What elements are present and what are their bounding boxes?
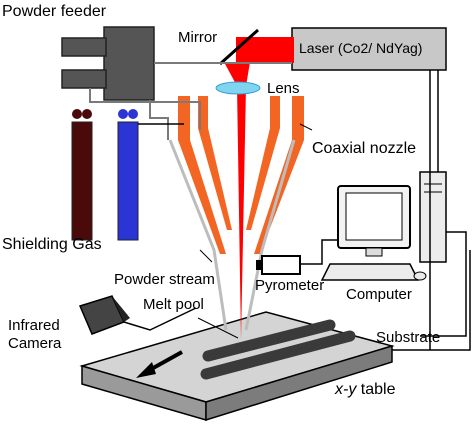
cable-pyrometer	[300, 239, 338, 265]
shielding-gas-label: Shielding Gas	[2, 236, 102, 253]
clad-track-2	[200, 330, 356, 380]
nozzle-right-outer	[254, 96, 304, 254]
pyrometer-lens	[256, 260, 262, 270]
nozzle-left-outer	[178, 96, 226, 254]
nozzle-left-inner	[198, 96, 232, 230]
pyrometer	[261, 255, 301, 275]
powder-stream-left	[168, 139, 228, 331]
cable-tower-right	[420, 231, 467, 337]
computer	[320, 171, 447, 281]
infrared-camera	[78, 295, 130, 335]
powder-feed-line-2	[149, 100, 169, 140]
mirror-label: Mirror	[178, 29, 218, 46]
xy-table-label-rest: table	[356, 381, 396, 398]
laser-beam-cone	[224, 62, 250, 340]
mouse	[413, 271, 427, 281]
xy-table-label-italic: x-y	[335, 381, 357, 398]
powder-stream-right	[244, 139, 296, 331]
travel-direction-arrowhead	[136, 362, 156, 378]
lens-label: Lens	[267, 80, 300, 97]
infrared-label: Infrared	[8, 317, 60, 334]
pyrometer-label: Pyrometer	[255, 277, 325, 294]
xy-table-label: x-y table	[335, 382, 395, 398]
camera-label: Camera	[8, 335, 62, 352]
powder-feed-line-1	[89, 88, 201, 130]
gas-cylinder-dark	[71, 109, 93, 241]
powder-feeder-port-2	[61, 69, 107, 89]
keyboard	[320, 263, 420, 281]
coaxial-nozzle-label: Coaxial nozzle	[312, 140, 417, 157]
powder-feeder-label: Powder feeder	[2, 3, 107, 20]
nozzle-right-inner	[246, 96, 280, 230]
powder-feeder-port-1	[61, 37, 107, 57]
powder-stream-pointer	[199, 249, 213, 263]
cable-substrate	[392, 250, 471, 351]
laser-label: Laser (Co2/ NdYag)	[299, 40, 423, 56]
substrate-label: Substrate	[376, 329, 441, 346]
tower	[419, 171, 447, 263]
melt-pool-label: Melt pool	[143, 296, 204, 313]
coaxial-nozzle-pointer	[299, 123, 313, 131]
melt-pool-pointer	[197, 317, 239, 339]
coaxial-nozzle	[178, 96, 304, 254]
powder-stream-label: Powder stream	[114, 271, 215, 288]
mirror	[218, 28, 260, 66]
clad-track-1	[202, 319, 336, 362]
table-side	[205, 344, 393, 422]
computer-label: Computer	[346, 286, 412, 303]
monitor-screen	[345, 192, 403, 241]
gas-cylinder-blue	[117, 109, 139, 241]
lens	[215, 81, 261, 95]
monitor-stand	[365, 247, 383, 257]
powder-feeder-body	[103, 26, 155, 101]
cable-camera	[123, 307, 197, 331]
